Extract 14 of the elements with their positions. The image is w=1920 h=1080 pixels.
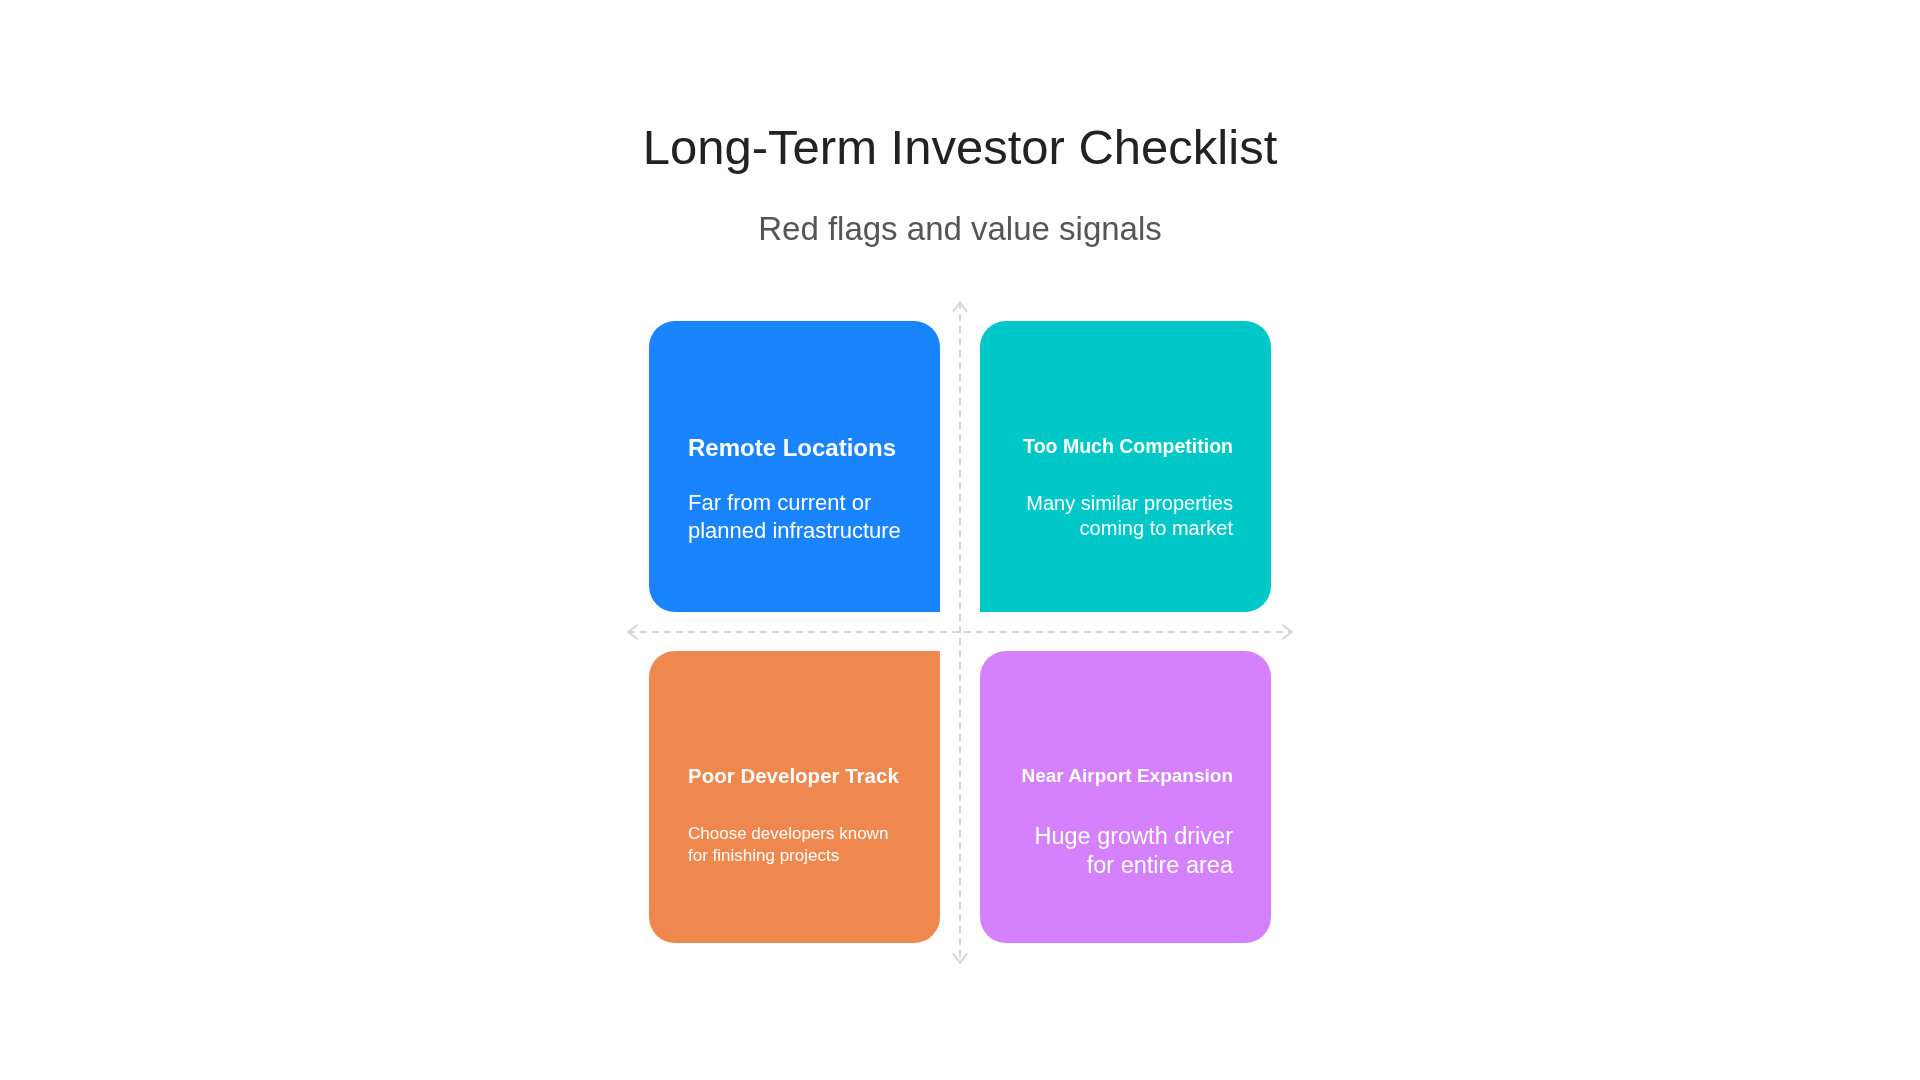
subtitle: Red flags and value signals [758, 209, 1162, 249]
title: Long-Term Investor Checklist [642, 119, 1278, 176]
card-text: Choose developers known for finishing projects [688, 822, 890, 867]
quadrant-card [980, 651, 1271, 943]
quadrant-card [649, 651, 940, 943]
card-heading: Too Much Competition [1023, 435, 1233, 459]
quadrant-card [649, 321, 940, 612]
card-heading: Remote Locations [688, 434, 897, 463]
card-text: Far from current or planned infrastructure [688, 488, 902, 546]
card-heading: Poor Developer Track [688, 764, 899, 789]
card-text: Huge growth driver for entire area [1033, 821, 1233, 880]
quadrant-card [980, 321, 1271, 612]
card-heading: Near Airport Expansion [1021, 765, 1233, 788]
card-text: Many similar properties coming to market [1025, 491, 1233, 542]
